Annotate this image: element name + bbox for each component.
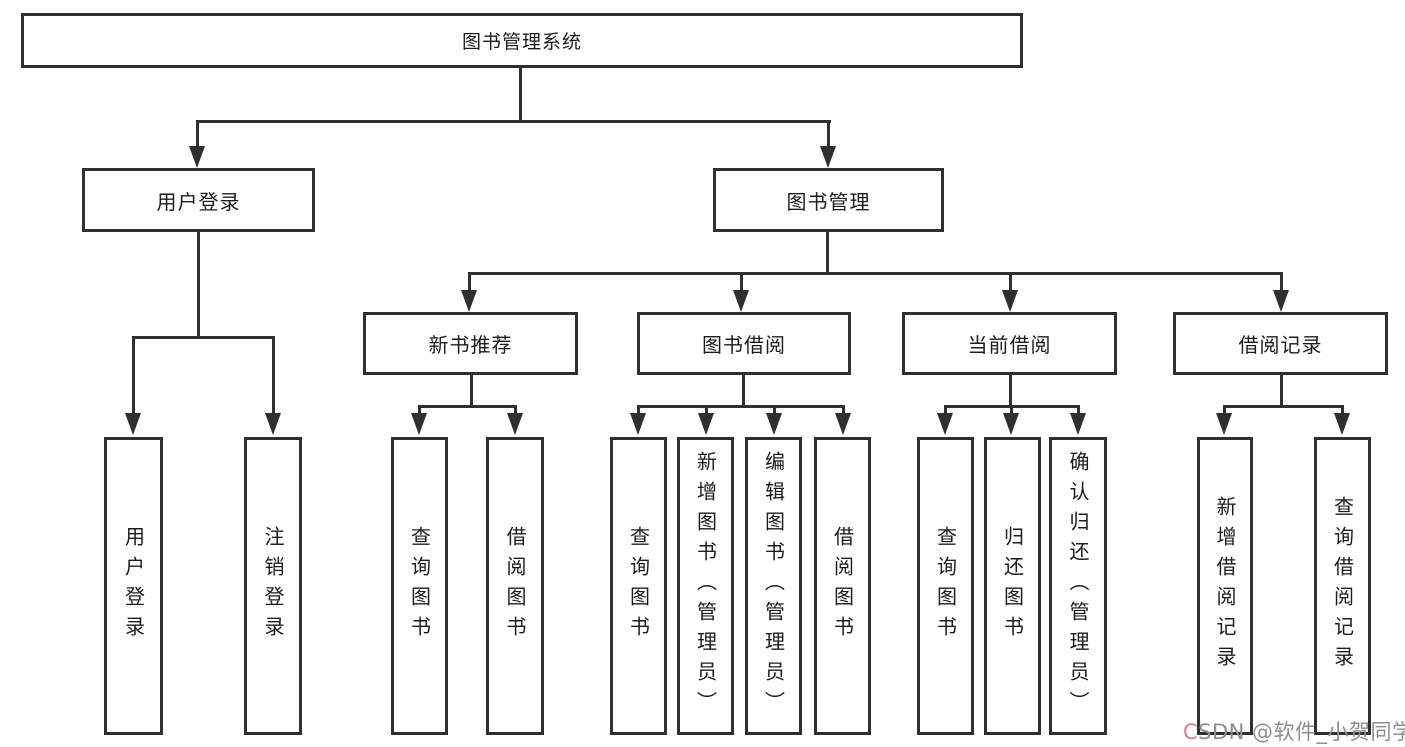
connector-records-rail <box>1223 405 1343 408</box>
connector-bookmgmt-stem <box>826 232 829 272</box>
arrow-down-icon <box>411 413 427 435</box>
connector-shaft-borrow-records <box>1280 272 1283 292</box>
arrow-down-icon <box>835 413 851 435</box>
connector-shaft <box>418 405 421 415</box>
leaf-borrow-borrow-label: 借阅图书 <box>830 526 855 646</box>
leaf-borrow-add-admin-label: 新增图书（管理员） <box>693 451 718 721</box>
arrow-down-icon <box>1216 413 1232 435</box>
node-root: 图书管理系统 <box>21 13 1023 68</box>
connector-shaft <box>842 405 845 415</box>
leaf-current-confirm-admin-label: 确认归还（管理员） <box>1066 451 1090 721</box>
connector-userlogin-rail <box>132 336 274 339</box>
node-root-label: 图书管理系统 <box>461 31 582 53</box>
arrow-down-icon <box>733 290 749 312</box>
leaf-current-return-label: 归还图书 <box>1000 526 1025 646</box>
connector-shaft <box>944 405 947 415</box>
arrow-down-icon <box>766 413 782 435</box>
leaf-newbooks-borrow: 借阅图书 <box>486 437 544 735</box>
connector-shaft-user-login <box>196 120 199 148</box>
connector-userlogin-stem <box>197 232 200 336</box>
connector-shaft <box>1010 405 1013 415</box>
node-borrowing-records-label: 借阅记录 <box>1238 333 1323 357</box>
connector-shaft <box>1341 405 1344 415</box>
arrow-down-icon <box>1070 413 1086 435</box>
csdn-watermark: CSDN @软件_小贺同学 <box>1183 716 1405 746</box>
leaf-current-confirm-admin: 确认归还（管理员） <box>1049 437 1107 735</box>
leaf-current-query: 查询图书 <box>917 437 974 735</box>
arrow-down-icon <box>1002 290 1018 312</box>
connector-shaft <box>514 405 517 415</box>
leaf-user-login-label: 用户登录 <box>121 526 146 646</box>
leaf-borrow-add-admin: 新增图书（管理员） <box>677 437 734 735</box>
arrow-down-icon <box>937 413 953 435</box>
connector-currentborrow-stem <box>1009 375 1012 405</box>
leaf-records-add: 新增借阅记录 <box>1197 437 1253 735</box>
node-user-login: 用户登录 <box>82 168 315 232</box>
arrow-down-icon <box>189 146 205 168</box>
arrow-down-icon <box>1003 413 1019 435</box>
leaf-records-query-label: 查询借阅记录 <box>1330 496 1355 676</box>
arrow-down-icon <box>125 413 141 435</box>
leaf-logout-label: 注销登录 <box>261 526 285 646</box>
csdn-watermark-text: SDN @软件_小贺同学 <box>1198 720 1405 744</box>
connector-root-rail <box>196 120 831 123</box>
arrow-down-icon <box>507 413 523 435</box>
leaf-records-add-label: 新增借阅记录 <box>1213 496 1237 676</box>
connector-bookborrow-stem <box>742 375 745 405</box>
connector-shaft-leaf-logout <box>272 336 275 415</box>
leaf-borrow-edit-admin-label: 编辑图书（管理员） <box>761 451 786 721</box>
leaf-current-query-label: 查询图书 <box>933 526 958 646</box>
connector-shaft <box>705 405 708 415</box>
node-book-management: 图书管理 <box>713 168 944 232</box>
leaf-newbooks-borrow-label: 借阅图书 <box>503 526 527 646</box>
arrow-down-icon <box>461 290 477 312</box>
connector-shaft-book-borrow <box>740 272 743 292</box>
connector-shaft-new-books <box>468 272 471 292</box>
connector-newbooks-rail <box>418 405 517 408</box>
leaf-logout: 注销登录 <box>244 437 302 735</box>
connector-records-stem <box>1280 375 1283 405</box>
leaf-borrow-query-label: 查询图书 <box>626 526 651 646</box>
node-current-borrowing: 当前借阅 <box>902 312 1117 375</box>
connector-root-stem <box>519 68 522 120</box>
connector-shaft-book-mgmt <box>827 120 830 148</box>
node-current-borrowing-label: 当前借阅 <box>967 333 1052 357</box>
leaf-user-login: 用户登录 <box>104 437 163 735</box>
connector-shaft <box>1077 405 1080 415</box>
node-book-borrowing-label: 图书借阅 <box>702 333 786 357</box>
connector-bookborrow-rail <box>637 405 844 408</box>
arrow-down-icon <box>265 413 281 435</box>
leaf-newbooks-query-label: 查询图书 <box>407 526 432 646</box>
connector-bookmgmt-rail <box>468 272 1282 275</box>
arrow-down-icon <box>1334 413 1350 435</box>
connector-shaft <box>1223 405 1226 415</box>
arrow-down-icon <box>698 413 714 435</box>
connector-shaft-current-borrow <box>1009 272 1012 292</box>
connector-shaft <box>637 405 640 415</box>
node-book-borrowing: 图书借阅 <box>637 312 851 375</box>
leaf-borrow-borrow: 借阅图书 <box>814 437 871 735</box>
arrow-down-icon <box>630 413 646 435</box>
node-user-login-label: 用户登录 <box>156 189 241 214</box>
leaf-records-query: 查询借阅记录 <box>1314 437 1371 735</box>
csdn-watermark-logo-letter: C <box>1183 720 1199 744</box>
connector-shaft-leaf-login <box>132 336 135 415</box>
node-new-book-recommend-label: 新书推荐 <box>428 333 513 357</box>
node-new-book-recommend: 新书推荐 <box>363 312 578 375</box>
leaf-borrow-query: 查询图书 <box>610 437 667 735</box>
node-book-management-label: 图书管理 <box>786 189 871 214</box>
leaf-current-return: 归还图书 <box>984 437 1041 735</box>
connector-newbooks-stem <box>470 375 473 405</box>
arrow-down-icon <box>1273 290 1289 312</box>
arrow-down-icon <box>820 146 836 168</box>
leaf-newbooks-query: 查询图书 <box>391 437 448 735</box>
node-borrowing-records: 借阅记录 <box>1173 312 1388 375</box>
leaf-borrow-edit-admin: 编辑图书（管理员） <box>745 437 802 735</box>
connector-shaft <box>773 405 776 415</box>
